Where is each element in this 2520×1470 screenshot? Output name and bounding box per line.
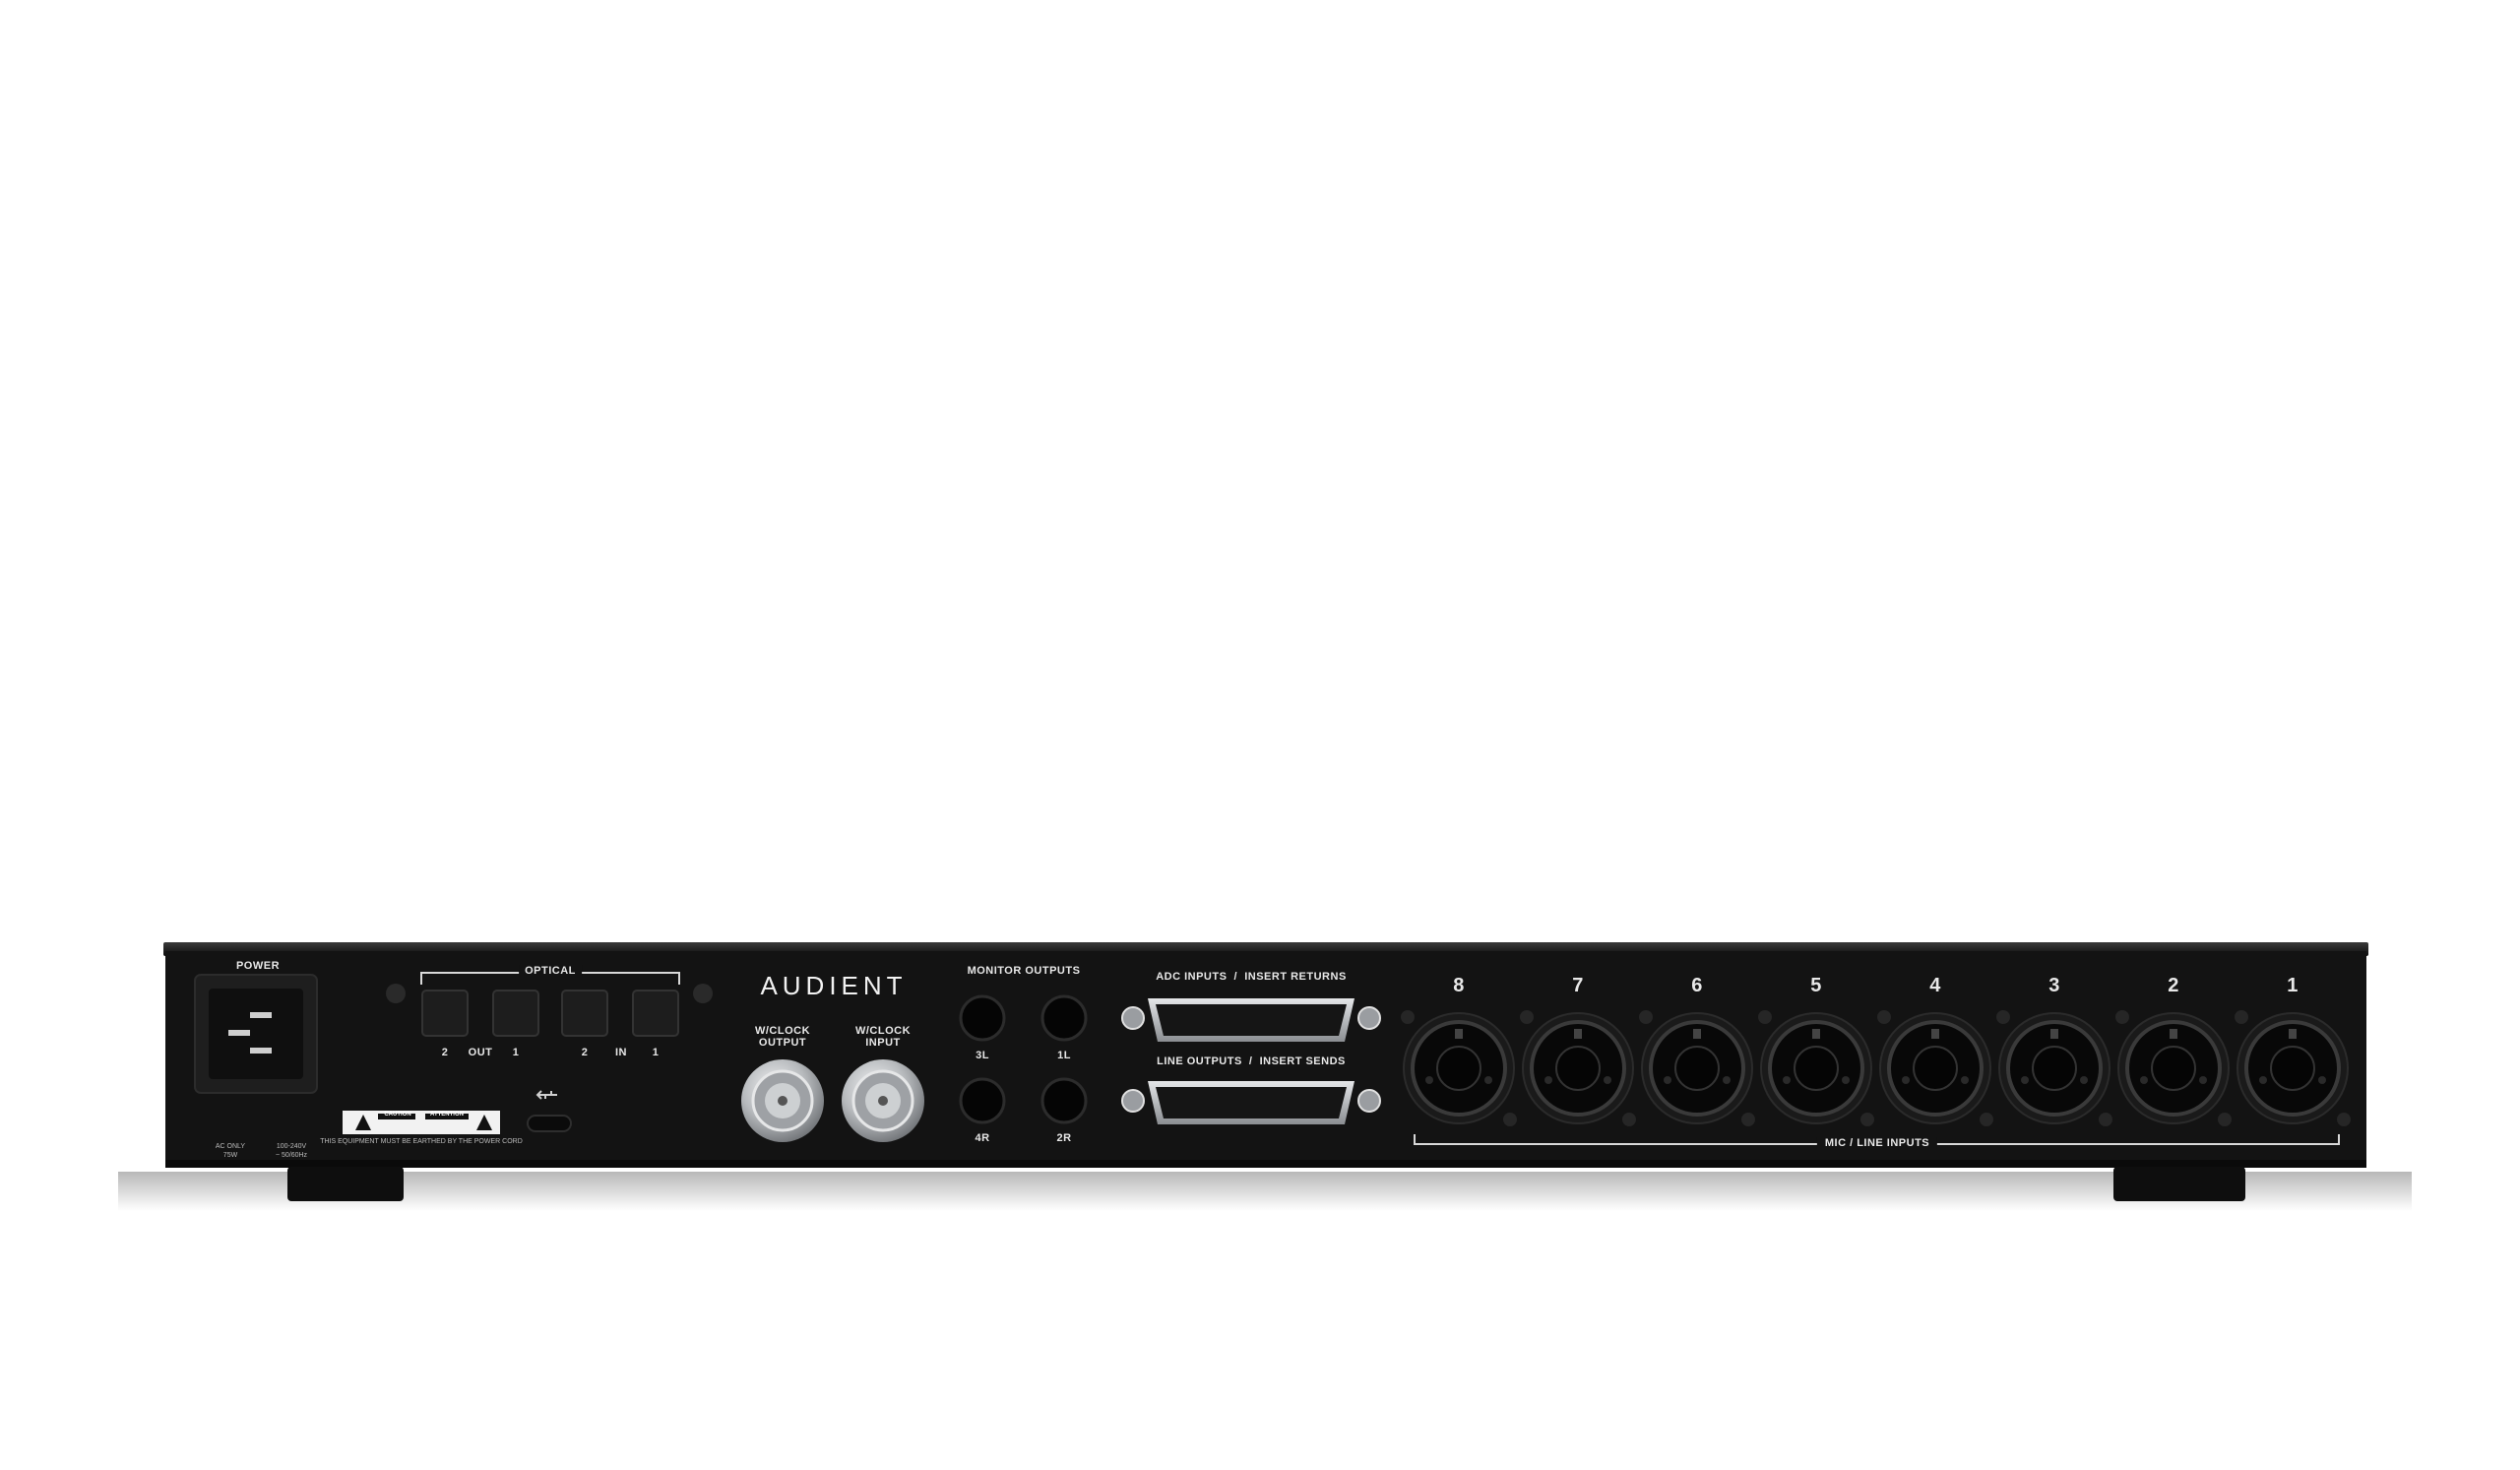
optical-port-out-1[interactable] (492, 990, 539, 1037)
channel-number-5: 5 (1810, 975, 1822, 996)
jack-4r[interactable] (959, 1077, 1006, 1124)
jack-1l[interactable] (1040, 994, 1088, 1042)
wordclock-output-label: W/CLOCK OUTPUT (754, 1025, 811, 1049)
power-pin-mid (228, 1030, 250, 1036)
optical-port-label: 2 (581, 1047, 589, 1058)
channel-number-8: 8 (1453, 975, 1465, 996)
jack-2r[interactable] (1040, 1077, 1088, 1124)
usb-c-port[interactable] (527, 1115, 572, 1132)
combo-jack-input-6[interactable] (1639, 1010, 1755, 1126)
warning-triangle-icon (355, 1115, 371, 1130)
combo-jack-input-2[interactable] (2115, 1010, 2232, 1126)
combo-jack-input-3[interactable] (1996, 1010, 2112, 1126)
brand-logo: AUDIENT (760, 971, 908, 1000)
channel-number-2: 2 (2168, 975, 2179, 996)
channel-number-1: 1 (2287, 975, 2299, 996)
monitor-outputs-label: MONITOR OUTPUTS (967, 965, 1081, 977)
jack-label: 1L (1057, 1050, 1071, 1061)
jack-label: 3L (976, 1050, 989, 1061)
wordclock-input-label: W/CLOCK INPUT (854, 1025, 912, 1049)
earth-notice: THIS EQUIPMENT MUST BE EARTHED BY THE PO… (320, 1138, 523, 1145)
dsub-top-screw-left (1121, 1006, 1145, 1030)
dsub-bottom-insert (1156, 1087, 1347, 1118)
channel-number-4: 4 (1929, 975, 1941, 996)
combo-jack-input-8[interactable] (1401, 1010, 1517, 1126)
channel-number-6: 6 (1691, 975, 1703, 996)
optical-port-label: IN (615, 1047, 627, 1058)
dsub-top-insert (1156, 1004, 1347, 1036)
dsub-top-label: ADC INPUTS / INSERT RETURNS (1156, 971, 1347, 983)
channel-number-3: 3 (2048, 975, 2060, 996)
attention-title-bar (425, 1114, 469, 1119)
channel-number-7: 7 (1572, 975, 1584, 996)
foot-left (287, 1167, 404, 1201)
screw-icon (386, 984, 406, 1003)
power-rating-right: 100-240V ~ 50/60Hz (275, 1143, 308, 1159)
bnc-wordclock-output[interactable] (741, 1059, 824, 1142)
warning-triangle-icon (476, 1115, 492, 1130)
usb-icon (536, 1090, 557, 1100)
combo-jack-input-7[interactable] (1520, 1010, 1636, 1126)
mic-inputs-label: MIC / LINE INPUTS (1816, 1137, 1938, 1149)
chassis-bottom-edge (165, 1160, 2366, 1168)
combo-jack-input-5[interactable] (1758, 1010, 1874, 1126)
dsub-bottom-label: LINE OUTPUTS / INSERT SENDS (1157, 1055, 1346, 1067)
power-socket-inner (209, 989, 303, 1079)
optical-port-label: 1 (652, 1047, 660, 1058)
screw-icon (693, 984, 713, 1003)
optical-port-in-2[interactable] (561, 990, 608, 1037)
bnc-wordclock-input[interactable] (842, 1059, 924, 1142)
optical-port-out-2[interactable] (421, 990, 469, 1037)
optical-port-label: 2 (441, 1047, 449, 1058)
dsub-top-screw-right (1357, 1006, 1381, 1030)
power-label: POWER (235, 960, 281, 972)
power-pin-top (250, 1012, 272, 1018)
combo-jack-input-4[interactable] (1877, 1010, 1993, 1126)
optical-port-label: 1 (512, 1047, 520, 1058)
optical-port-in-1[interactable] (632, 990, 679, 1037)
jack-3l[interactable] (959, 994, 1006, 1042)
dsub-bottom-screw-left (1121, 1089, 1145, 1113)
caution-text: CAUTION (384, 1112, 411, 1118)
power-pin-bottom (250, 1048, 272, 1054)
combo-jack-input-1[interactable] (2235, 1010, 2351, 1126)
optical-label: OPTICAL (519, 965, 582, 977)
jack-label: 2R (1056, 1132, 1072, 1144)
optical-port-label: OUT (468, 1047, 493, 1058)
attention-text: ATTENTION (430, 1112, 464, 1118)
dsub-bottom-screw-right (1357, 1089, 1381, 1113)
jack-label: 4R (975, 1132, 990, 1144)
power-rating-left: AC ONLY 75W (215, 1143, 246, 1159)
foot-right (2113, 1167, 2245, 1201)
caution-title-bar (378, 1114, 415, 1119)
floor-shadow (118, 1172, 2412, 1211)
